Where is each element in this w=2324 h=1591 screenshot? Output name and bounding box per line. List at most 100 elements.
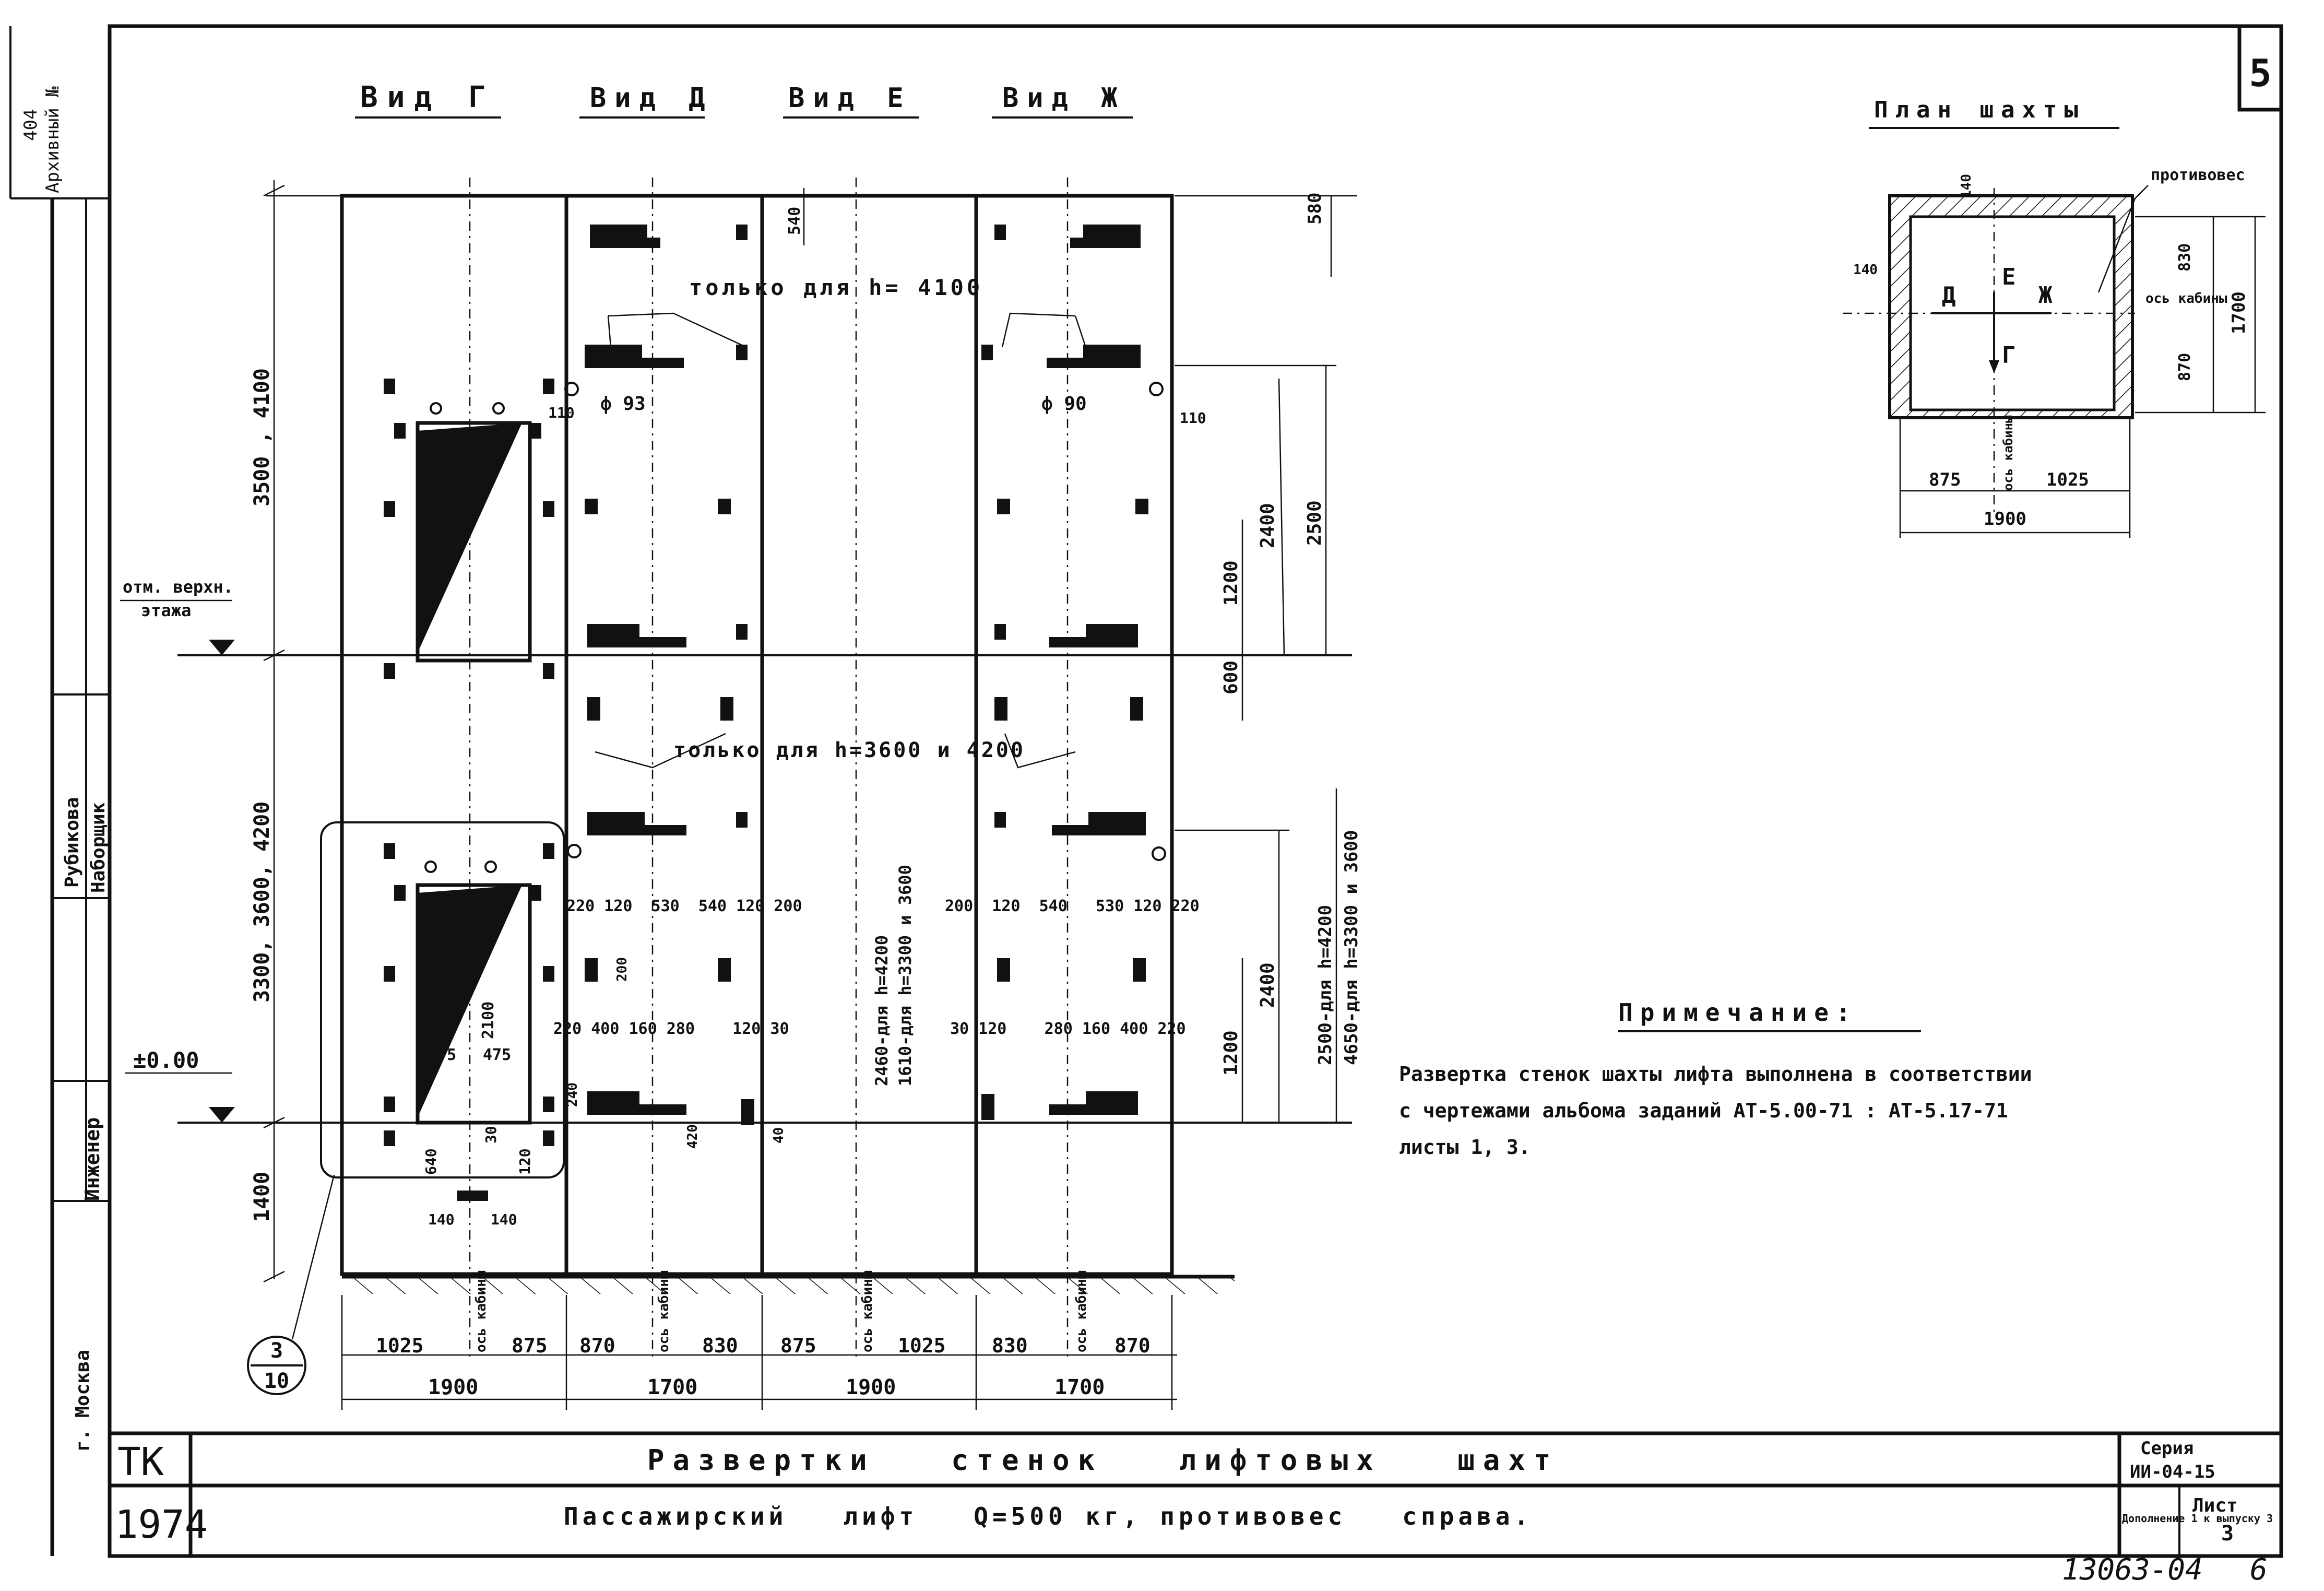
dim-580: 580 [1305,193,1325,225]
plan-dim-1700: 1700 [2228,291,2249,334]
dim-200: 200 [614,957,630,982]
plan-letter-e: Е [2002,264,2016,290]
dim-640: 640 [422,1148,440,1175]
archive-label: Архивный № [42,86,63,193]
plan-dim-140-left: 140 [1853,262,1878,278]
side-engineer: Инженер [81,1117,104,1201]
dim-110-right: 110 [1180,409,1206,427]
dim-600: 600 [1220,661,1242,694]
view-titles: Вид Г Вид Д Вид Е Вид Ж [355,80,1133,119]
dim-40: 40 [771,1127,787,1144]
callout-bottom: 10 [264,1369,289,1393]
top-floor-mark: отм. верхн. [123,577,233,597]
note-block: Примечание: Развертка стенок шахты лифта… [1399,998,2032,1159]
bd-830a: 830 [702,1334,738,1357]
stamp-sheet-value: 3 [2221,1522,2234,1546]
stamp-year: 1974 [115,1502,208,1547]
view-zh-title: Вид Ж [1002,83,1126,114]
dim-1200-top: 1200 [1220,560,1242,606]
plan-cabin-axis-bottom: ось кабины [2001,415,2015,491]
plan-letter-zh: Ж [2038,282,2053,309]
plan-dim-830: 830 [2176,243,2194,272]
elevation-labels: 3500 , 4100 3300, 3600, 4200 1400 отм. в… [120,193,1362,1228]
plan-letter-g: Г [2002,342,2016,369]
zero-mark: ±0.00 [133,1047,199,1073]
buffer-holes [564,382,1166,861]
bd-w1700a: 1700 [647,1375,697,1399]
note-line2: с чертежами альбома заданий АТ-5.00-71 :… [1399,1099,2008,1122]
bd-w1900b: 1900 [846,1375,896,1399]
note-line3: листы 1, 3. [1399,1136,1531,1159]
stamp-series-value: ИИ-04-15 [2130,1462,2215,1482]
dim-3500-4100: 3500 , 4100 [250,368,274,506]
dim-110-left: 110 [548,404,575,421]
dim-3300-3600-4200: 3300, 3600, 4200 [250,802,274,1003]
dim-1610: 1610-для h=3300 и 3600 [895,865,915,1086]
bd-axis4: ось кабины [1074,1270,1089,1352]
callout-top: 3 [270,1339,283,1363]
stamp-title2: Пассажирский лифт Q=500 кг, противовес с… [564,1502,1533,1530]
bottom-dimension-labels: 1025 875 870 830 875 1025 830 870 ось ка… [376,1270,1151,1399]
bottom-dimensions [341,1295,1177,1410]
archive-value: 404 [20,109,41,141]
bd-w1900a: 1900 [428,1375,478,1399]
plan-cabin-axis: ось кабины [2145,291,2227,307]
stamp-page: 6 [2250,1553,2268,1587]
dim-240: 240 [565,1082,580,1107]
bd-870a: 870 [579,1334,615,1357]
bd-axis2: ось кабины [656,1270,672,1352]
door-openings [320,421,565,1178]
plan-dim-1900: 1900 [1984,509,2026,529]
dim-30: 30 [482,1126,500,1144]
shaft-plan: План шахты Д Е Ж Г противовес ось кабины… [1843,97,2266,538]
dim-475b: 475 [483,1046,511,1064]
bd-1025b: 1025 [898,1334,946,1357]
stamp-tk: ТК [117,1440,164,1484]
dim-2400-top: 2400 [1257,503,1278,548]
dim-1200-mid: 1200 [1220,1030,1242,1076]
stamp-series-label: Серия [2140,1438,2193,1459]
bd-830b: 830 [992,1334,1028,1357]
only-3600-4200: только для h=3600 и 4200 [673,738,1025,762]
top-floor-mark2: этажа [141,600,191,620]
embedded-parts [384,225,1148,1201]
side-city: г. Москва [72,1350,93,1452]
leader-lines [595,312,1087,769]
phi-93: ф 93 [600,393,646,415]
plan-dim-1025: 1025 [2046,469,2089,490]
stamp-title1: Развертки стенок лифтовых шахт [647,1444,1559,1477]
note-title: Примечание: [1618,998,1858,1027]
plan-dim-870: 870 [2176,353,2194,381]
stamp-addition: Дополнение 1 к выпуску 3 [2122,1512,2273,1525]
bd-1025a: 1025 [376,1334,424,1357]
bd-axis3: ось кабины [860,1270,875,1352]
stamp-sheet-label: Лист [2192,1495,2238,1516]
plan-letter-d: Д [1942,282,1956,309]
title-block: ТК 1974 Развертки стенок лифтовых шахт П… [115,1438,2273,1587]
side-rubikova: Рубикова [62,797,83,888]
dim-4650: 4650-для h=3300 и 3600 [1341,830,1362,1065]
dim-140b: 140 [491,1211,517,1228]
dim-120: 120 [516,1148,533,1175]
dim-140a: 140 [428,1211,455,1228]
row2-right: 30 120 280 160 400 220 [950,1020,1186,1038]
bd-axis1: ось кабины [473,1270,489,1352]
bd-870b: 870 [1114,1334,1151,1357]
plan-title: План шахты [1874,97,2085,123]
left-dimensions [209,180,342,1283]
dim-2460: 2460-для h=4200 [872,935,892,1086]
plan-dim-140-top: 140 [1959,174,1974,198]
bd-875a: 875 [512,1334,548,1357]
bd-875b: 875 [780,1334,816,1357]
section-callout: 3 10 [247,1174,335,1395]
elevation-walls [177,178,1352,1358]
dim-540: 540 [786,207,804,235]
dim-2500: 2500 [1304,500,1325,546]
plan-dim-875: 875 [1929,469,1961,490]
dim-2400-mid: 2400 [1257,962,1278,1008]
sheet-number: 5 [2249,51,2271,95]
row1-left: 220 120 530 540 120 200 [566,897,802,915]
view-g-title: Вид Г [360,80,495,114]
phi-90: ф 90 [1041,393,1087,415]
